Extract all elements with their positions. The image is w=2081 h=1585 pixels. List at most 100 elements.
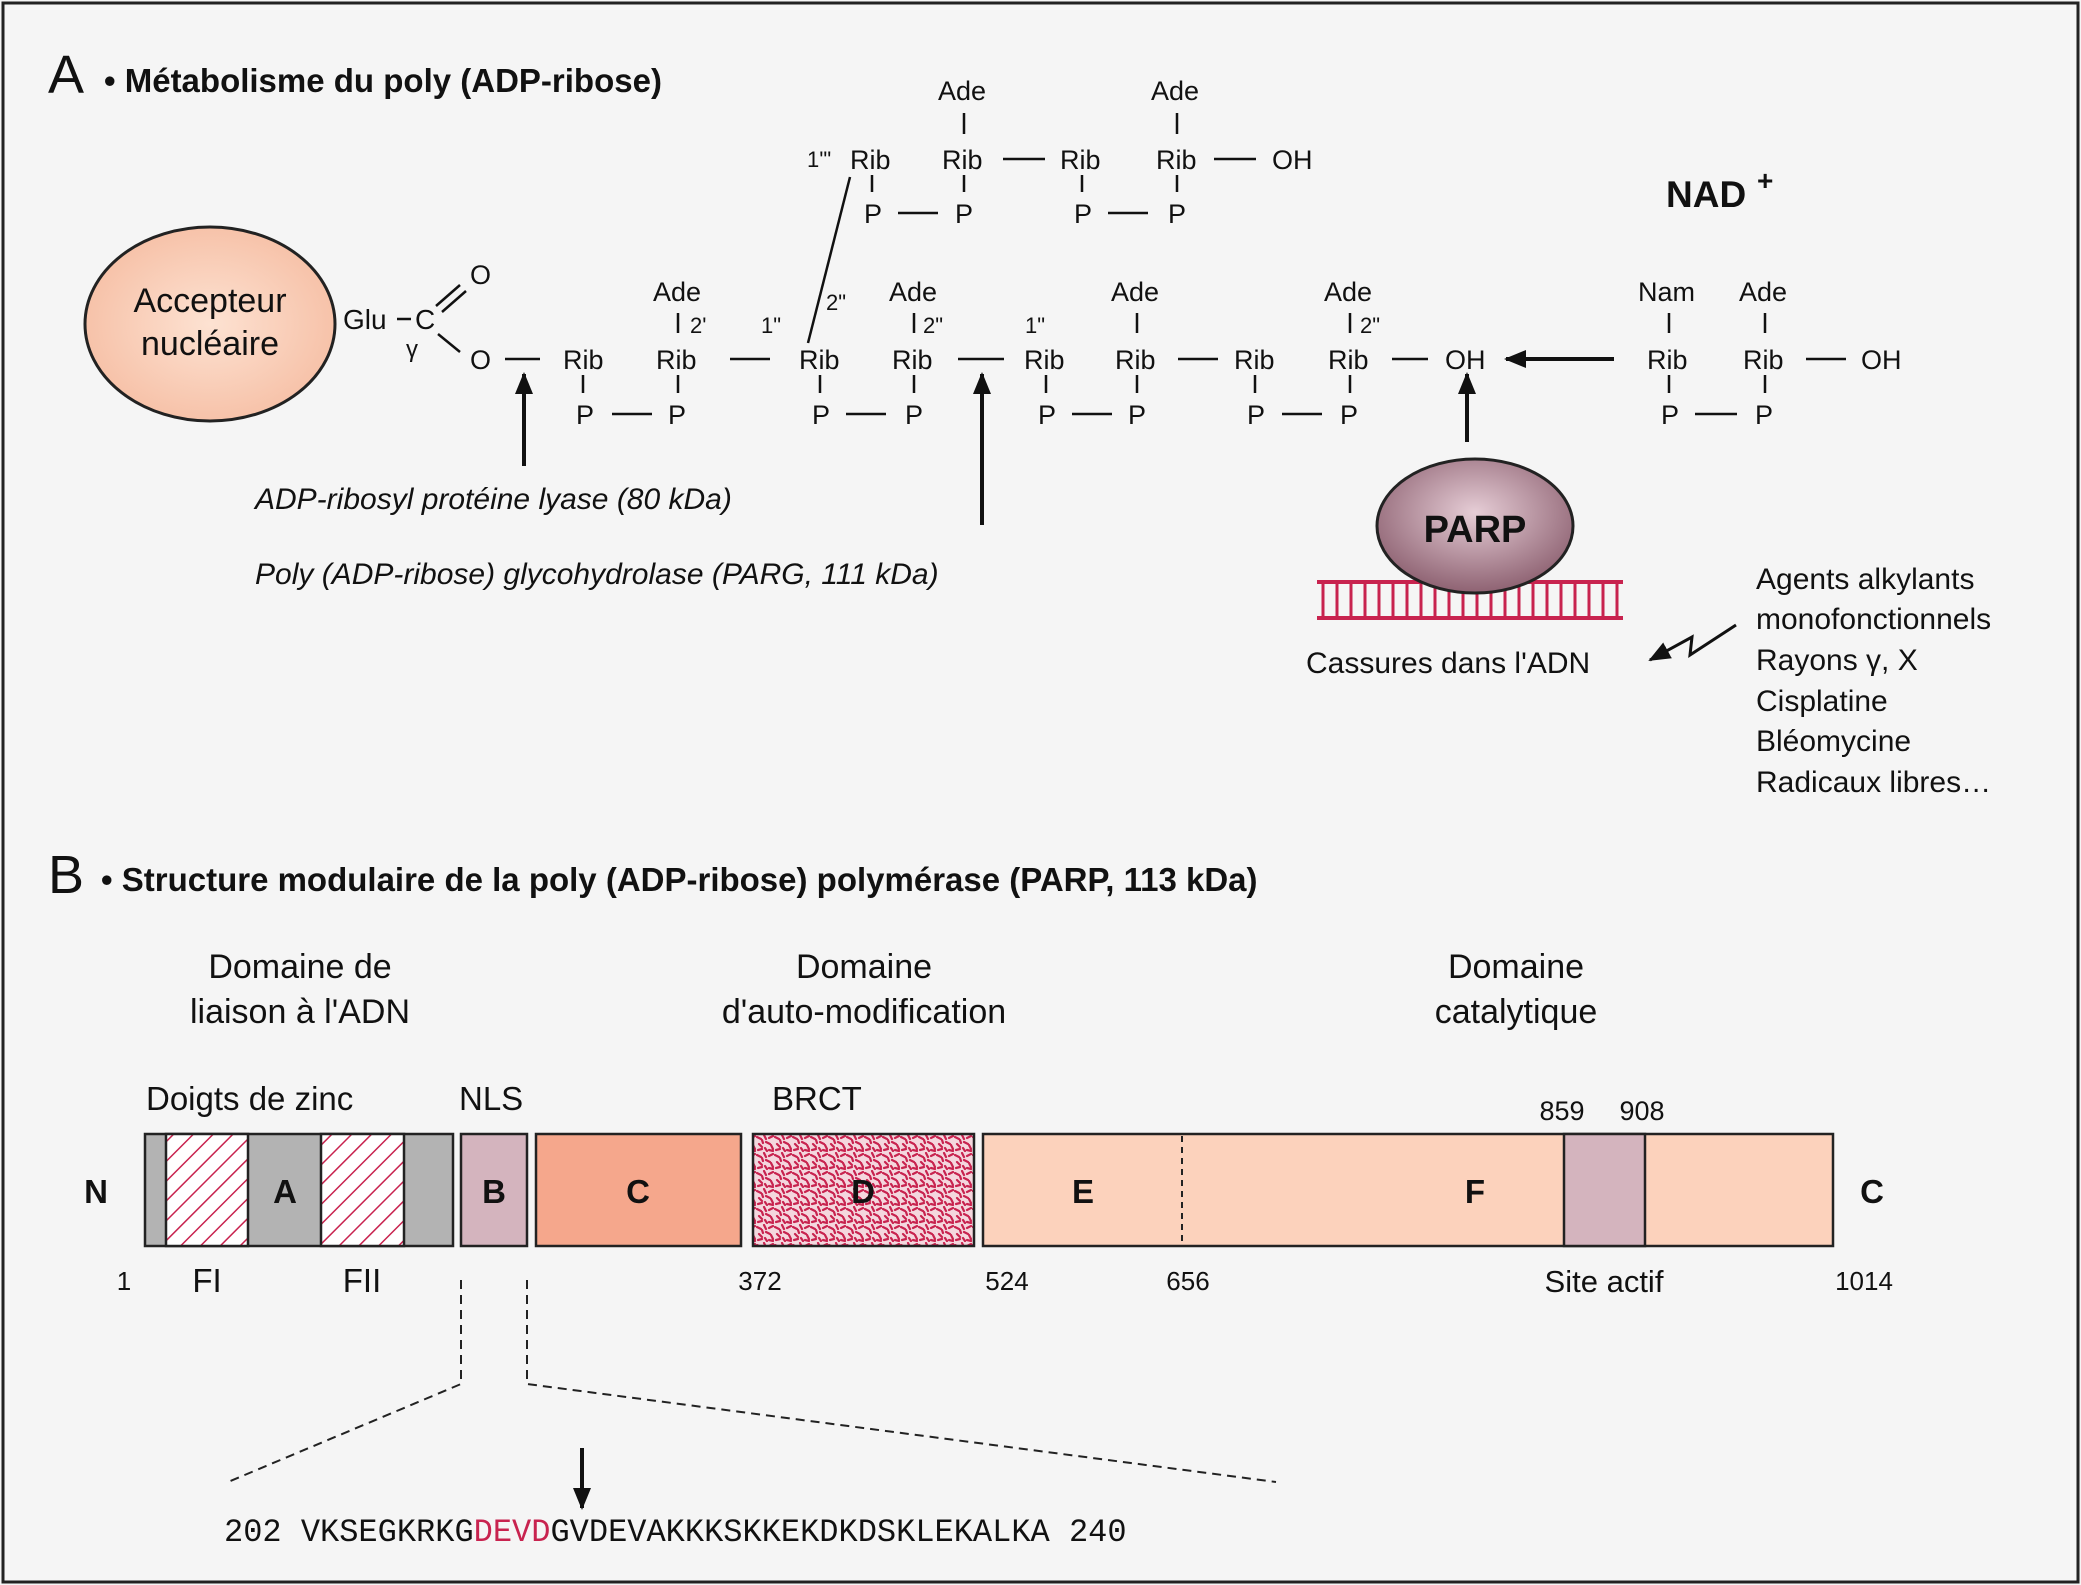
agent-6: Radicaux libres… xyxy=(1756,766,1991,799)
pos-1014: 1014 xyxy=(1835,1266,1893,1296)
domain-cat-2: catalytique xyxy=(1435,993,1598,1031)
domain-auto-1: Domaine xyxy=(796,948,932,986)
p-nad2: P xyxy=(1755,400,1773,430)
agent-5: Bléomycine xyxy=(1756,725,1911,758)
active-site xyxy=(1562,1132,1647,1248)
pos-372: 372 xyxy=(738,1266,781,1296)
domain-dna-2: liaison à l'ADN xyxy=(190,993,410,1031)
branch-link xyxy=(806,176,852,344)
panel-a-title: • Métabolisme du poly (ADP-ribose) xyxy=(104,62,662,99)
label-2p: 2' xyxy=(690,313,706,338)
finger-fi xyxy=(164,1132,250,1248)
agent-4: Cisplatine xyxy=(1756,685,1888,718)
rib-b1: Rib xyxy=(850,145,891,175)
p-3: P xyxy=(812,400,830,430)
parp-label: PARP xyxy=(1424,509,1527,551)
parg-label: Poly (ADP-ribose) glycohydrolase (PARG, … xyxy=(255,558,939,591)
nls-sequence: 202 VKSEGKRKGDEVDGVDEVAKKKSKKEKDKDSKLEKA… xyxy=(224,1514,1127,1551)
rib-8: Rib xyxy=(1328,345,1369,375)
rib-1: Rib xyxy=(563,345,604,375)
box-e-label: E xyxy=(1072,1173,1094,1210)
oxygen-double: O xyxy=(470,260,491,290)
nam-label: Nam xyxy=(1638,277,1695,307)
p-b4: P xyxy=(1168,199,1186,229)
lightning-icon xyxy=(1648,623,1737,662)
p-nad1: P xyxy=(1661,400,1679,430)
oh-nad: OH xyxy=(1861,345,1902,375)
fii-label: FII xyxy=(343,1262,382,1299)
p-5: P xyxy=(1038,400,1056,430)
pos-859: 859 xyxy=(1539,1096,1584,1126)
parp-enzyme xyxy=(1375,457,1575,595)
p-1: P xyxy=(576,400,594,430)
lyase-label: ADP-ribosyl protéine lyase (80 kDa) xyxy=(253,483,732,516)
brct-label: BRCT xyxy=(772,1080,862,1117)
seq-start: 202 xyxy=(224,1514,282,1551)
rib-5: Rib xyxy=(1024,345,1065,375)
p-7: P xyxy=(1247,400,1265,430)
p-b2: P xyxy=(955,199,973,229)
acceptor-label-1: Accepteur xyxy=(133,282,286,320)
pos-524: 524 xyxy=(985,1266,1028,1296)
p-6: P xyxy=(1128,400,1146,430)
box-d-label: D xyxy=(851,1173,875,1210)
rib-3: Rib xyxy=(799,345,840,375)
acceptor-label-2: nucléaire xyxy=(141,325,279,363)
seq-end: 240 xyxy=(1069,1514,1127,1551)
pos-656: 656 xyxy=(1166,1266,1209,1296)
box-a-label: A xyxy=(273,1173,297,1210)
oh-terminal: OH xyxy=(1445,345,1486,375)
ade-8: Ade xyxy=(1324,277,1372,307)
p-b1: P xyxy=(864,199,882,229)
box-c xyxy=(534,1132,743,1248)
agent-1: Agents alkylants xyxy=(1756,563,1974,596)
carbon-label: C xyxy=(415,304,435,335)
seq-part-b: GVDEVAKKKSKKEKDKDSKLEKALKA xyxy=(550,1514,1050,1551)
nad-label: NAD xyxy=(1666,174,1746,215)
nad-superscript: + xyxy=(1757,165,1773,196)
n-terminus: N xyxy=(84,1173,108,1210)
panel-a-letter: A xyxy=(48,45,84,105)
domain-auto-2: d'auto-modification xyxy=(722,993,1006,1031)
rib-nad1: Rib xyxy=(1647,345,1688,375)
seq-devd: DEVD xyxy=(474,1514,551,1551)
label-1ppp: 1'" xyxy=(807,147,831,172)
p-b3: P xyxy=(1074,199,1092,229)
ade-4: Ade xyxy=(889,277,937,307)
finger-fii xyxy=(319,1132,406,1248)
rib-b3: Rib xyxy=(1060,145,1101,175)
fi-label: FI xyxy=(192,1262,221,1299)
box-c-label: C xyxy=(626,1173,650,1210)
ade-nad: Ade xyxy=(1739,277,1787,307)
label-2pp-c: 2" xyxy=(1360,313,1380,338)
rib-6: Rib xyxy=(1115,345,1156,375)
rib-nad2: Rib xyxy=(1743,345,1784,375)
panel-b-letter: B xyxy=(48,845,84,905)
zoom-lines xyxy=(227,1280,1277,1483)
ade-6: Ade xyxy=(1111,277,1159,307)
zinc-fingers-label: Doigts de zinc xyxy=(146,1080,353,1117)
domain-map xyxy=(143,1132,1835,1248)
ade-b4: Ade xyxy=(1151,76,1199,106)
rib-4: Rib xyxy=(892,345,933,375)
ade-2: Ade xyxy=(653,277,701,307)
label-2pp-b: 2" xyxy=(923,313,943,338)
box-d-brct xyxy=(751,1132,976,1248)
domain-cat-1: Domaine xyxy=(1448,948,1584,986)
label-2pp-a: 2" xyxy=(826,290,846,315)
c-terminus: C xyxy=(1860,1173,1884,1210)
box-b-nls xyxy=(459,1132,529,1248)
agent-3: Rayons γ, X xyxy=(1756,644,1918,677)
agent-2: monofonctionnels xyxy=(1756,603,1991,636)
p-8: P xyxy=(1340,400,1358,430)
ade-b2: Ade xyxy=(938,76,986,106)
nuclear-acceptor xyxy=(83,225,337,423)
oh-branch: OH xyxy=(1272,145,1313,175)
oxygen-ester: O xyxy=(470,345,491,375)
rib-2: Rib xyxy=(656,345,697,375)
p-2: P xyxy=(668,400,686,430)
p-4: P xyxy=(905,400,923,430)
dna-breaks-label: Cassures dans l'ADN xyxy=(1306,647,1590,680)
